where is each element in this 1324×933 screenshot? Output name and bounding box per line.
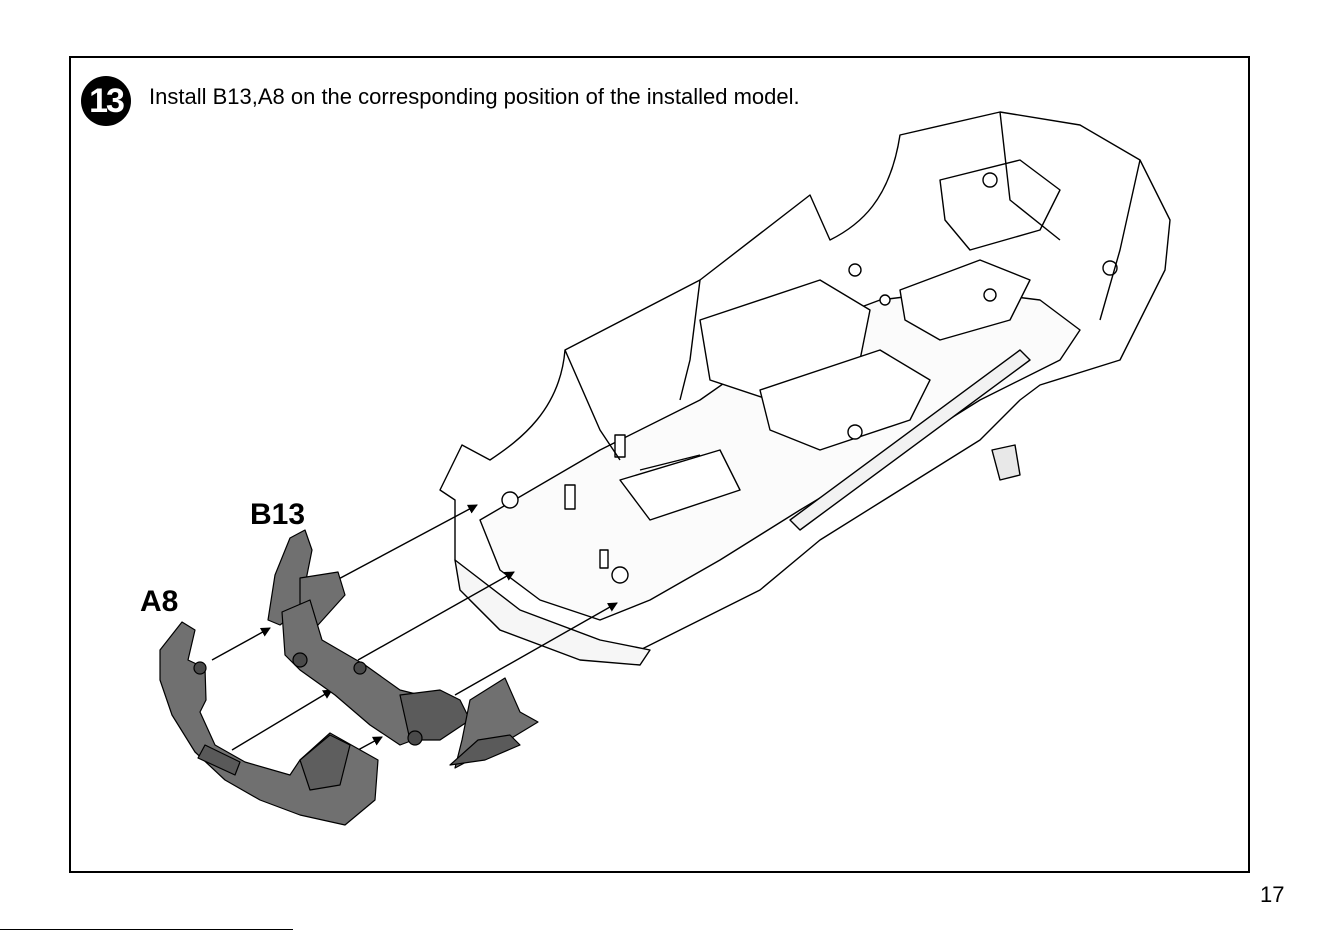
car-chassis-body bbox=[440, 112, 1170, 665]
part-label-b13: B13 bbox=[250, 498, 305, 532]
part-label-a8: A8 bbox=[140, 585, 178, 619]
page-number: 17 bbox=[1260, 882, 1284, 908]
part-a8 bbox=[160, 622, 378, 825]
footer-rule bbox=[0, 929, 293, 930]
